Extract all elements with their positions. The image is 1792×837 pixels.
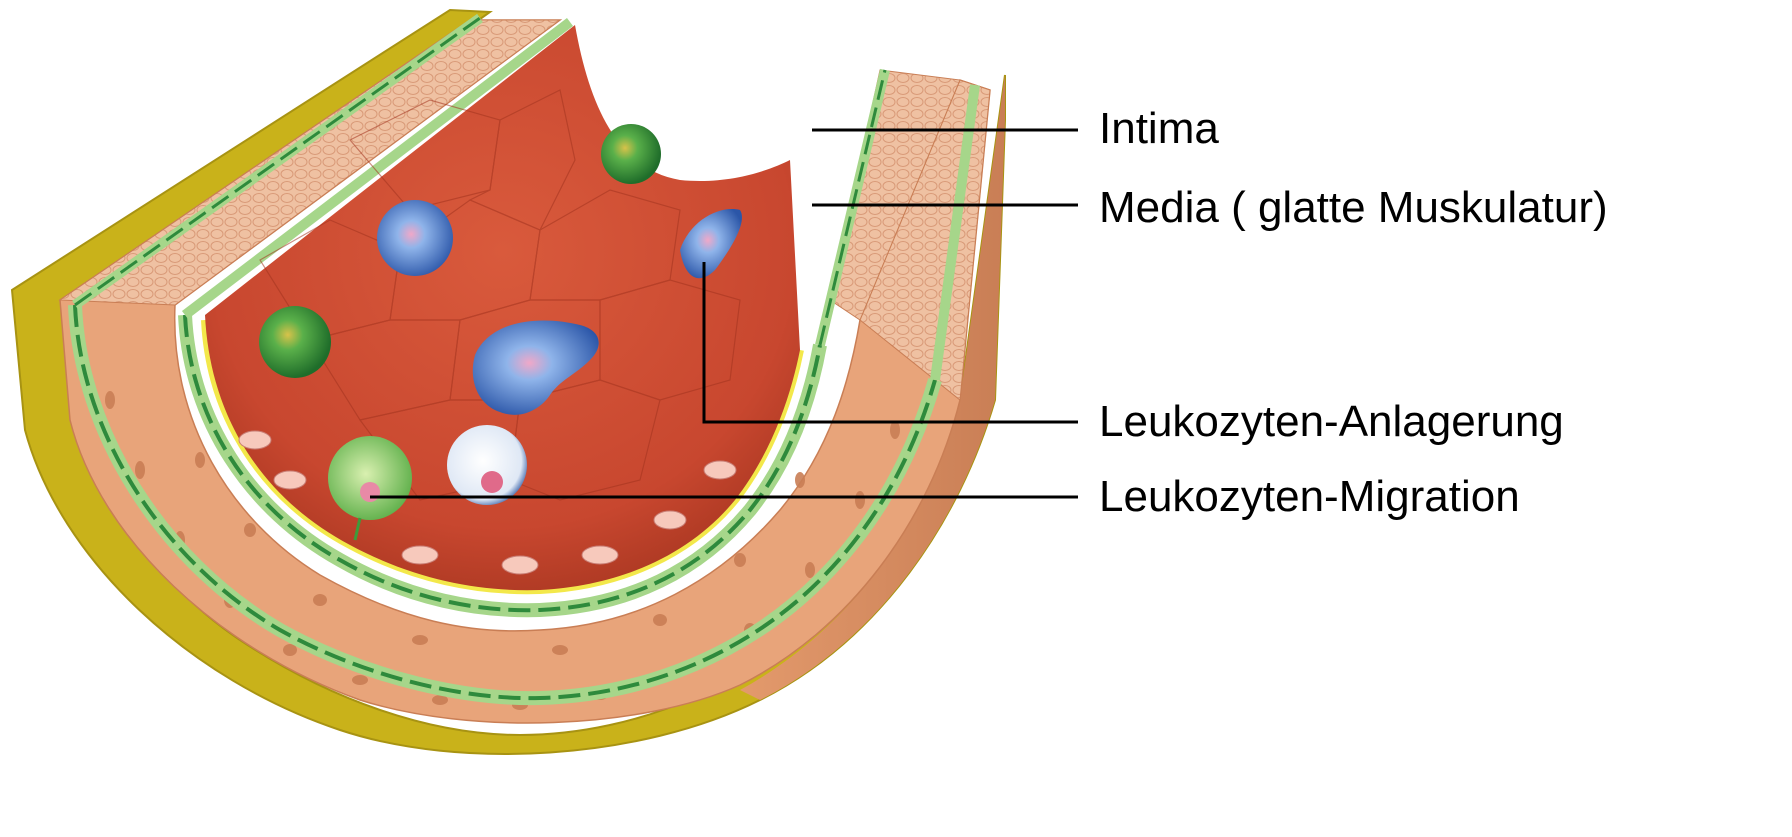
leukocyte-green-left (259, 306, 331, 378)
leukocyte-green-top (601, 124, 661, 184)
label-intima: Intima (1099, 104, 1219, 153)
label-media: Media ( glatte Muskulatur) (1099, 183, 1608, 232)
label-leukocyte-adhesion: Leukozyten-Anlagerung (1099, 397, 1564, 446)
leukocyte-blue-upper-left (377, 200, 453, 276)
leukocyte-white (447, 425, 527, 505)
label-leukocyte-migration: Leukozyten-Migration (1099, 472, 1520, 521)
